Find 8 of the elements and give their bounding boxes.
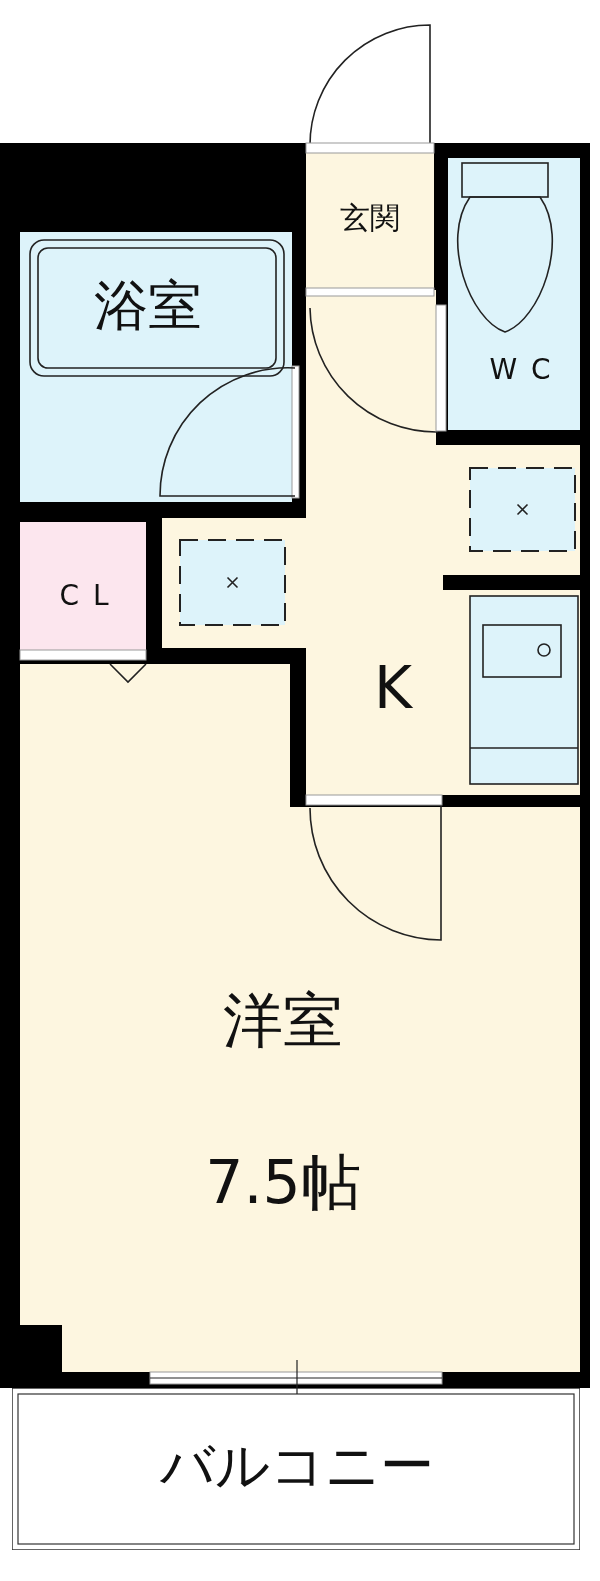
room-label: 洋室 xyxy=(223,990,343,1050)
room-label: CL xyxy=(58,582,123,610)
room-label: 7.5帖 xyxy=(205,1152,361,1212)
room-label: K xyxy=(374,659,412,717)
room-label: WC xyxy=(488,356,565,384)
room-label: バルコニー xyxy=(160,1439,434,1493)
room-label: 玄関 xyxy=(340,203,400,233)
room-label: 浴室 xyxy=(94,279,202,333)
